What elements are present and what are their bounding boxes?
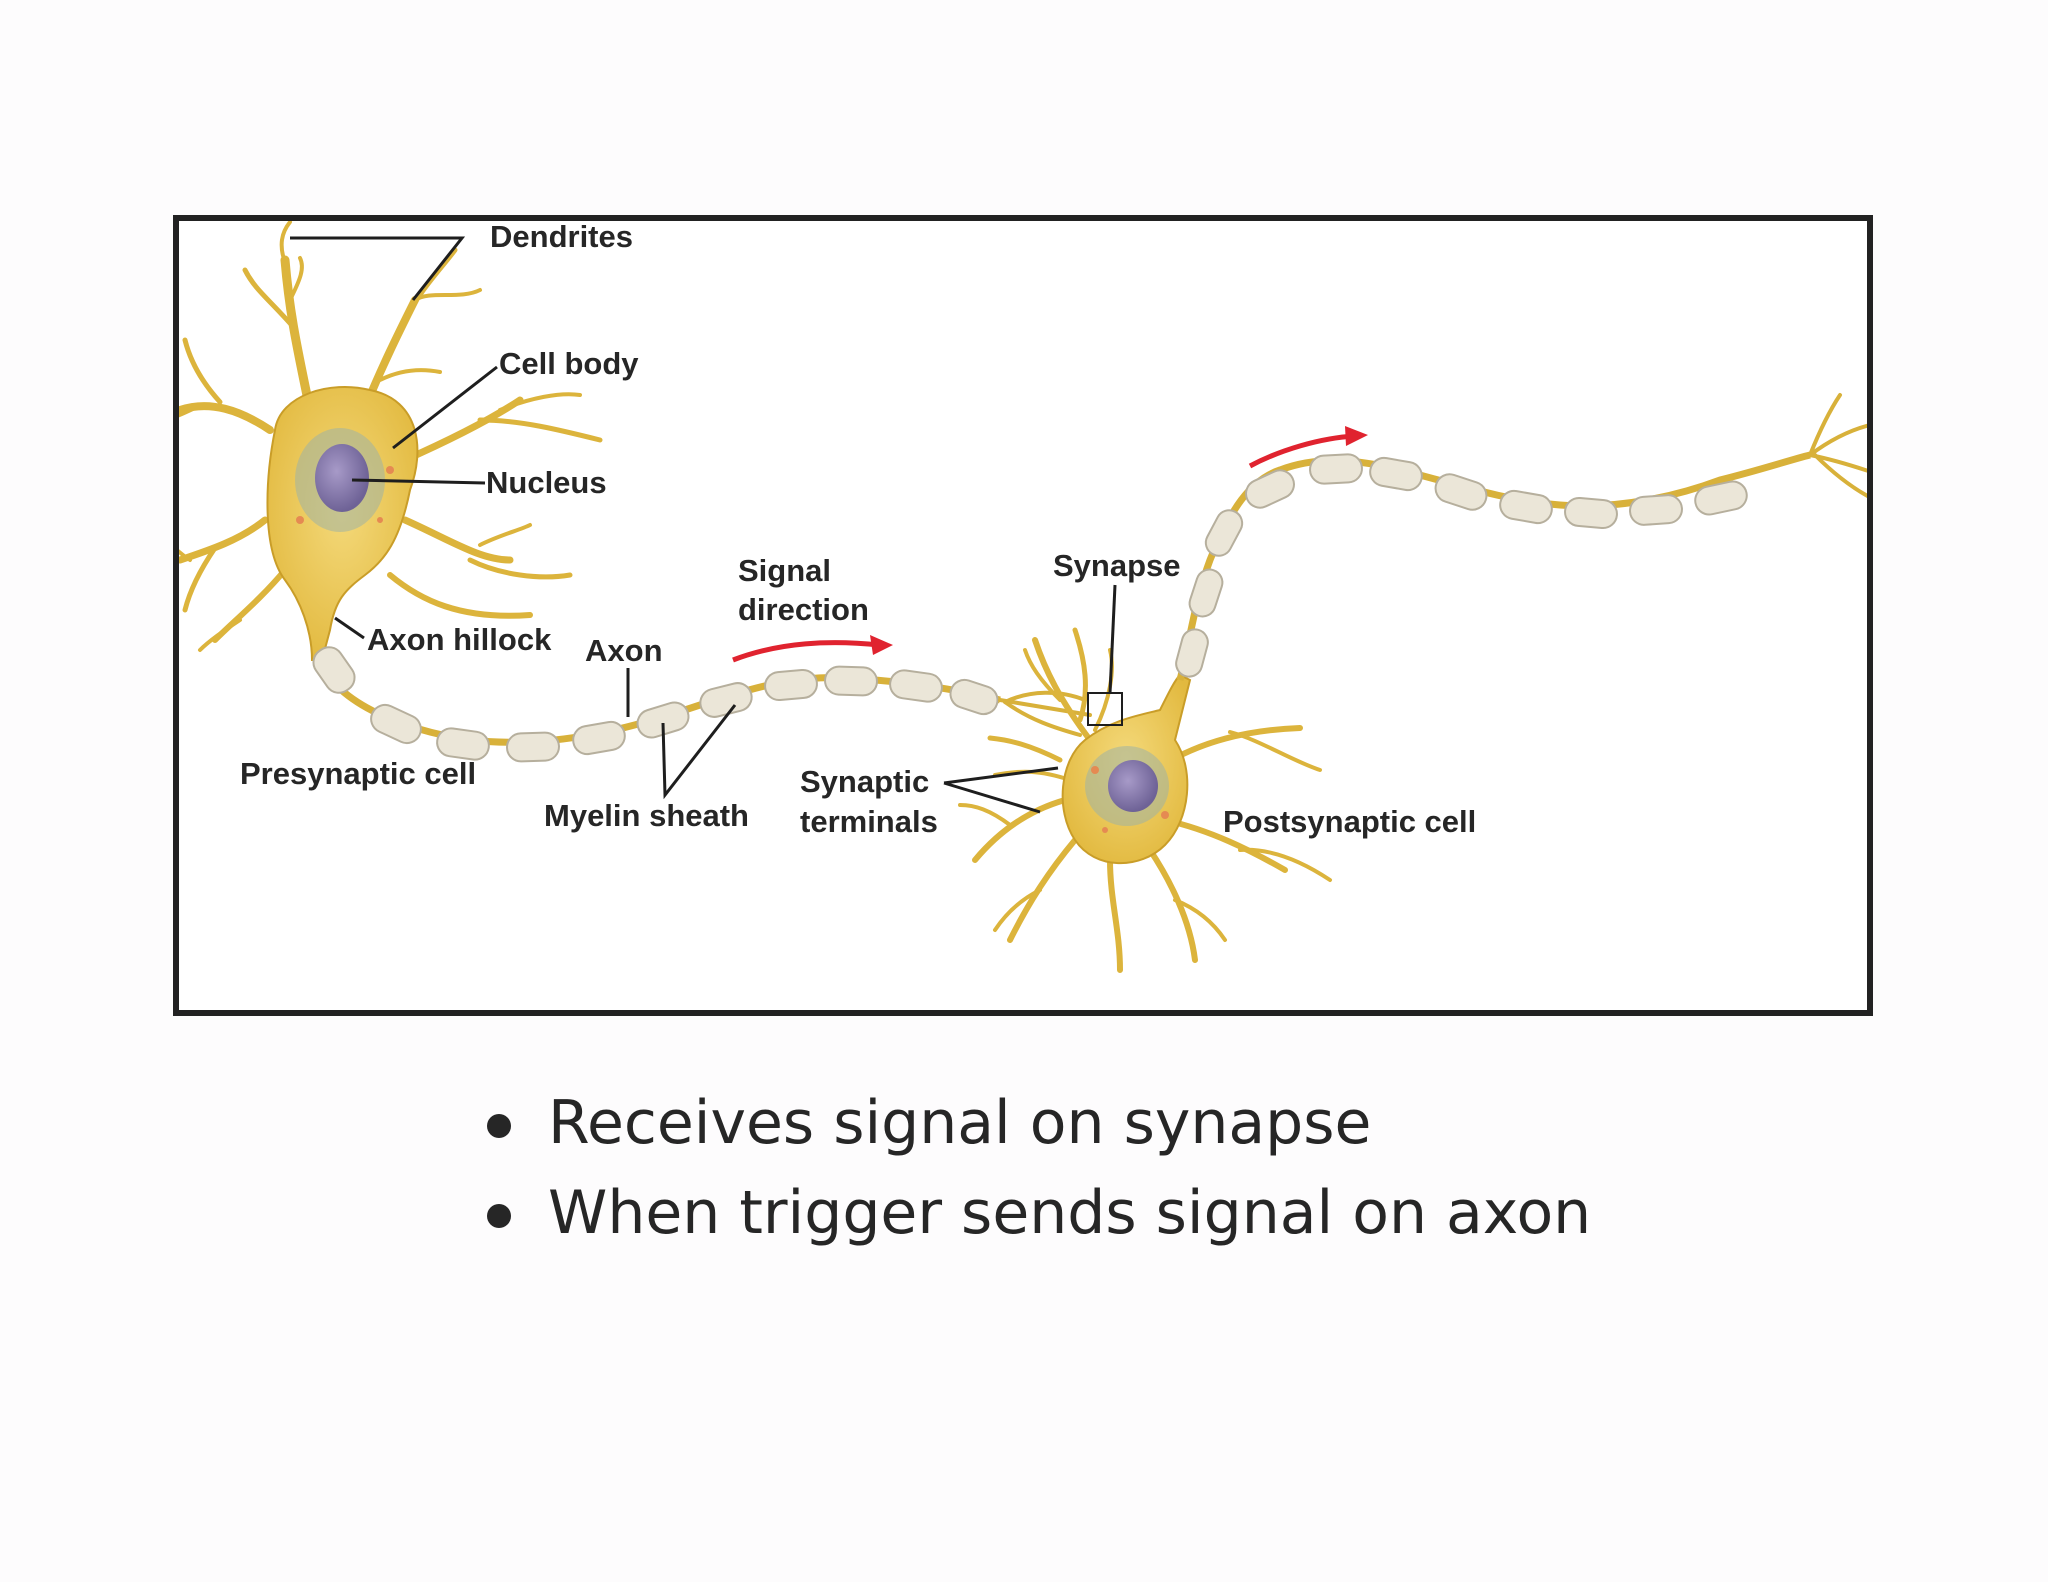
label-axon: Axon — [585, 633, 663, 668]
neuron-diagram: Dendrites Cell body Nucleus Axon hillock… — [179, 219, 1867, 973]
signal-direction-arrow — [732, 635, 893, 663]
label-synaptic-terminals-2: terminals — [800, 804, 938, 839]
bullet-text: When trigger sends signal on axon — [548, 1178, 1592, 1248]
label-signal-direction-2: direction — [738, 592, 869, 627]
bullet-list: Receives signal on synapse When trigger … — [486, 1078, 1591, 1258]
label-axon-hillock: Axon hillock — [367, 622, 552, 657]
bullet-item: When trigger sends signal on axon — [486, 1168, 1591, 1258]
presynaptic-cell-body — [266, 386, 419, 661]
label-synapse: Synapse — [1053, 548, 1181, 583]
leader-lines — [290, 236, 1117, 814]
label-synaptic-terminals-1: Synaptic — [800, 764, 929, 799]
neuron-diagram-frame: Dendrites Cell body Nucleus Axon hillock… — [173, 215, 1873, 1016]
label-postsynaptic-cell: Postsynaptic cell — [1223, 804, 1476, 839]
label-nucleus: Nucleus — [486, 465, 607, 500]
myelin-sheath — [312, 646, 999, 763]
bullet-item: Receives signal on synapse — [486, 1078, 1591, 1168]
presynaptic-dendrites — [179, 221, 603, 652]
synaptic-terminal-branches — [998, 690, 1092, 737]
bullet-dot-icon — [487, 1114, 511, 1138]
postsynaptic-axon — [1176, 393, 1867, 681]
label-dendrites: Dendrites — [490, 219, 633, 254]
synapse-box — [1087, 692, 1123, 726]
label-signal-direction-1: Signal — [738, 553, 831, 588]
label-myelin-sheath: Myelin sheath — [544, 798, 749, 833]
bullet-text: Receives signal on synapse — [548, 1088, 1372, 1158]
label-presynaptic-cell: Presynaptic cell — [240, 756, 476, 791]
signal-direction-arrow-2 — [1248, 426, 1368, 469]
postsynaptic-myelin-sheath — [1175, 453, 1748, 678]
bullet-dot-icon — [487, 1204, 511, 1228]
label-cell-body: Cell body — [499, 346, 639, 381]
postsynaptic-cell-body — [1061, 673, 1192, 865]
postsynaptic-dendrites — [958, 627, 1332, 973]
